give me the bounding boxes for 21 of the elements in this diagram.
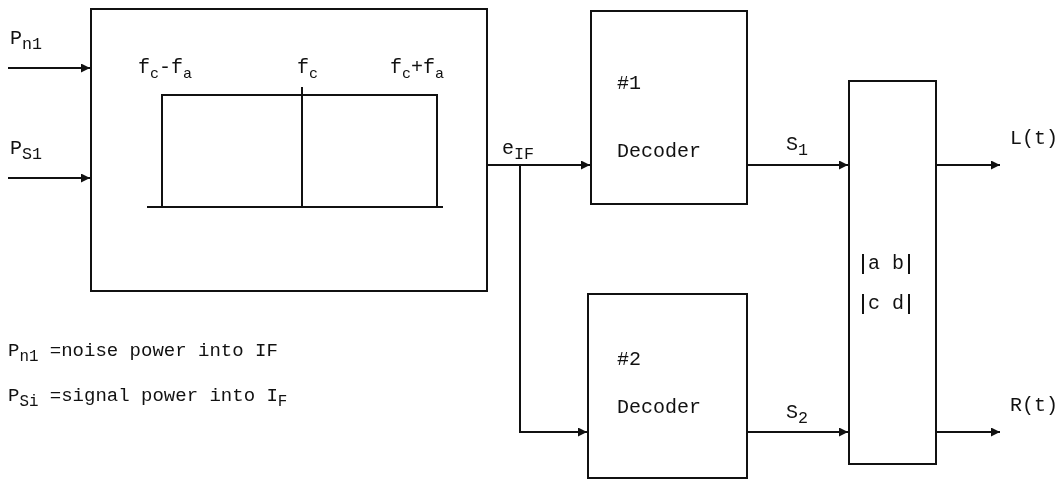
filter-box: [90, 8, 488, 292]
decoder-label: #2: [617, 350, 641, 370]
decoder-box: [590, 10, 748, 205]
arrow: [747, 427, 849, 437]
decoder-box: [587, 293, 748, 479]
arrow: [747, 160, 849, 170]
matrix-row: a b: [862, 254, 910, 274]
arrow: [7, 173, 91, 183]
legend-note: P$_{n1}$ =noise power into IF: [8, 340, 278, 366]
arrow: [936, 160, 1001, 170]
matrix-box: [848, 80, 937, 465]
arrow: [7, 63, 91, 73]
decoder-label: #1: [617, 74, 641, 94]
matrix-row: c d: [862, 294, 910, 314]
frequency-label: f$_{c}$-f$_{a}$: [138, 58, 193, 82]
decoder-label: Decoder: [617, 398, 701, 418]
arrow: [936, 427, 1001, 437]
frequency-label: f$_{c}$: [297, 58, 319, 82]
frequency-label: f$_{c}$+f$_{a}$: [390, 58, 445, 82]
legend-note: P$_{Si}$ =signal power into I$_{F}$: [8, 385, 288, 411]
decoder-label: Decoder: [617, 142, 701, 162]
